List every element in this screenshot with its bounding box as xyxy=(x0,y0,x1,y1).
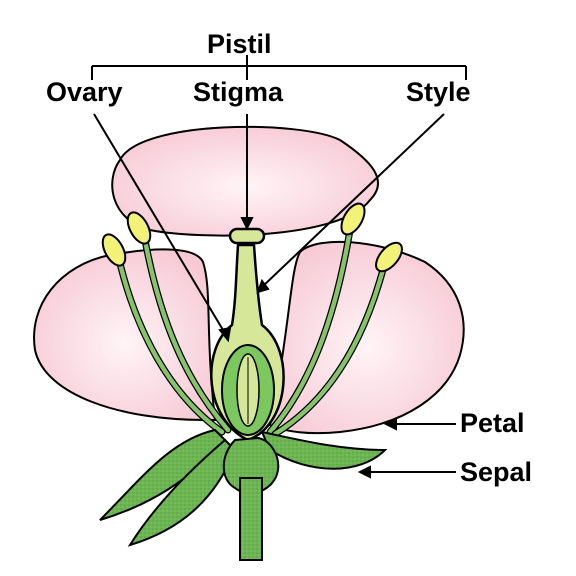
petal-right xyxy=(268,240,465,435)
ovary-label: Ovary xyxy=(46,77,123,107)
style-label: Style xyxy=(406,77,471,107)
sepal-label: Sepal xyxy=(460,457,533,487)
anthers xyxy=(101,202,403,273)
leader-lines xyxy=(93,113,456,479)
petal-label: Petal xyxy=(460,408,525,438)
stamens xyxy=(114,226,389,438)
stigma-label: Stigma xyxy=(193,77,284,107)
pistil-label: Pistil xyxy=(207,29,272,59)
pistil-bracket xyxy=(91,55,467,80)
sepals xyxy=(99,428,388,561)
pistil-shape xyxy=(210,227,285,442)
